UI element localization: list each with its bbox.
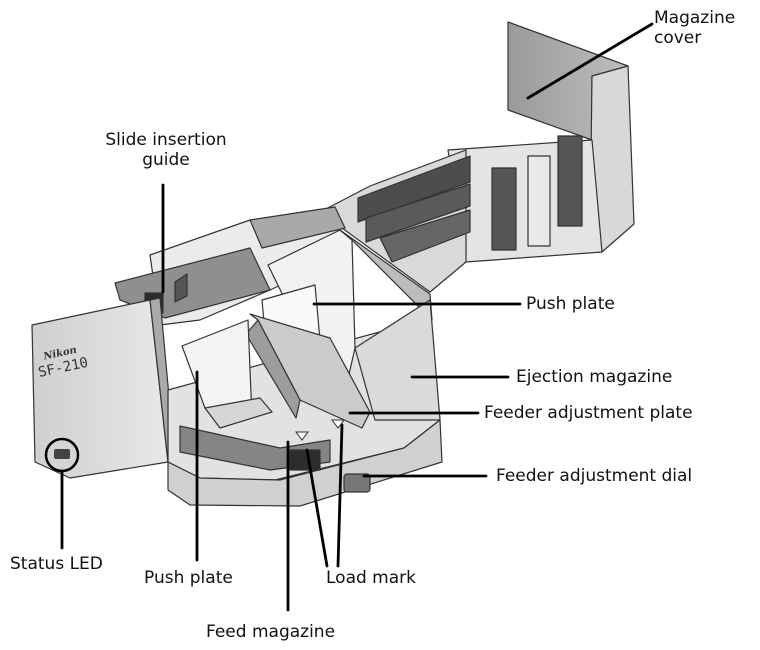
label-line: cover [654,28,702,48]
label-ejection-magazine: Ejection magazine [516,367,673,387]
device-body [31,21,635,507]
label-line: Slide insertion [105,130,227,150]
label-feeder-adjustment-dial: Feeder adjustment dial [496,466,693,486]
status-led-icon [54,449,70,459]
label-feed-magazine: Feed magazine [206,622,336,642]
label-line: guide [142,150,190,170]
load-mark-right [331,419,345,429]
label-feeder-adjustment-plate: Feeder adjustment plate [484,403,693,423]
label-load-mark: Load mark [326,568,416,588]
load-mark-left [295,431,309,441]
leader-lines [60,22,654,612]
label-status-led: Status LED [10,554,103,574]
feeder-adjustment-dial [343,473,371,493]
label-line: Magazine [654,8,736,28]
label-magazine-cover: Magazine cover [654,8,735,48]
label-push-plate-bottom: Push plate [144,568,233,588]
label-slide-insertion-guide: Slide insertion guide [86,130,246,170]
end-cap [31,299,169,479]
label-push-plate-top: Push plate [526,294,615,314]
